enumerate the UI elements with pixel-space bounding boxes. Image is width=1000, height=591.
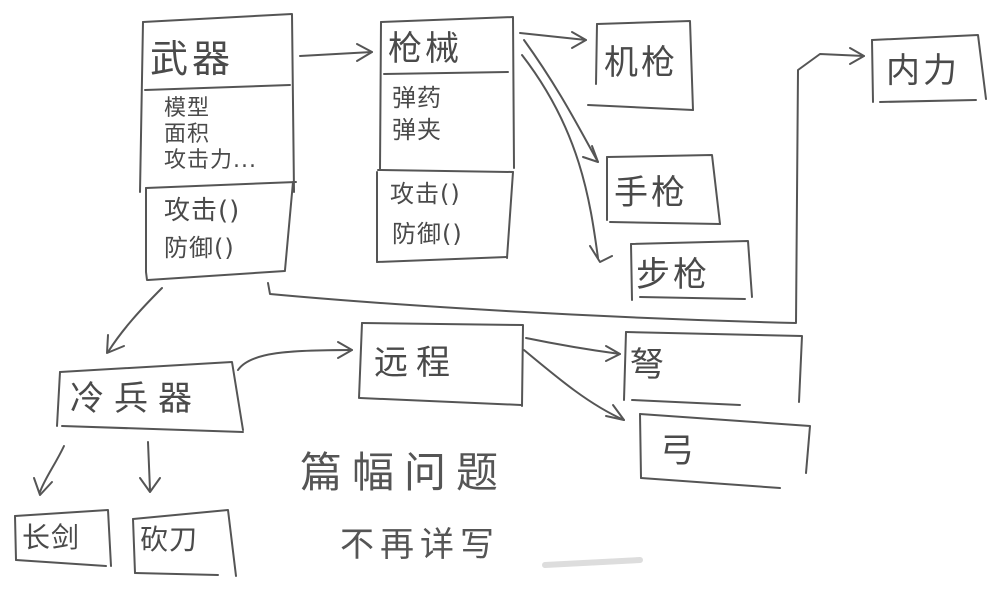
weapon-method-attack: 攻击() bbox=[164, 196, 241, 226]
pistol-box bbox=[606, 154, 721, 225]
arrow-weapon-to-gun bbox=[299, 43, 373, 62]
bow-label: 弓 bbox=[660, 431, 697, 471]
arrow-cold-to-machete bbox=[139, 441, 161, 493]
internal-force-box bbox=[871, 34, 987, 103]
gun-prop-ammo: 弹药 bbox=[392, 84, 442, 112]
note-smudge bbox=[542, 557, 643, 568]
gun-method-defend: 防御() bbox=[392, 220, 463, 248]
weapon-prop-area: 面积 bbox=[164, 122, 211, 147]
weapon-prop-attack-power: 攻击力... bbox=[164, 148, 257, 173]
arrow-ranged-to-crossbow bbox=[525, 337, 621, 362]
gun-title: 枪械 bbox=[388, 29, 462, 69]
weapon-prop-model: 模型 bbox=[164, 96, 211, 121]
ranged-box bbox=[358, 322, 524, 407]
crossbow-box bbox=[623, 331, 803, 406]
note-line2: 不再详写 bbox=[340, 525, 500, 565]
arrow-cold-to-ranged bbox=[237, 341, 353, 371]
rifle-label: 步枪 bbox=[636, 255, 710, 295]
weapon-method-defend: 防御() bbox=[164, 234, 235, 262]
arrow-cold-to-long-sword bbox=[33, 445, 65, 496]
arrow-gun-to-pistol bbox=[523, 39, 599, 163]
weapon-title: 武器 bbox=[150, 37, 235, 81]
arrow-ranged-to-bow bbox=[523, 349, 625, 421]
note-line1: 篇幅问题 bbox=[300, 448, 509, 497]
arrow-gun-to-machine-gun bbox=[519, 31, 587, 49]
gun-prop-magazine: 弹夹 bbox=[392, 116, 442, 144]
gun-method-attack: 攻击() bbox=[390, 180, 461, 208]
gun-box bbox=[376, 16, 515, 263]
machete-box bbox=[132, 509, 237, 577]
rifle-box bbox=[630, 240, 753, 301]
cold-weapon-label: 冷兵器 bbox=[70, 379, 202, 419]
arrow-weapon-to-cold-weapon bbox=[106, 287, 163, 354]
crossbow-label: 弩 bbox=[630, 345, 667, 385]
ranged-label: 远程 bbox=[374, 343, 458, 383]
pistol-label: 手枪 bbox=[614, 173, 688, 213]
long-sword-box bbox=[14, 509, 112, 567]
arrow-weapon-to-internal-force bbox=[267, 47, 865, 324]
machete-label: 砍刀 bbox=[140, 523, 199, 556]
machine-gun-label: 机枪 bbox=[604, 43, 678, 83]
cold-weapon-box bbox=[56, 361, 244, 433]
weapon-box bbox=[139, 13, 297, 281]
internal-force-label: 内力 bbox=[886, 51, 960, 91]
machine-gun-box bbox=[587, 20, 694, 111]
long-sword-label: 长剑 bbox=[22, 521, 81, 554]
arrow-gun-to-rifle bbox=[521, 54, 613, 263]
bow-box bbox=[639, 413, 811, 489]
